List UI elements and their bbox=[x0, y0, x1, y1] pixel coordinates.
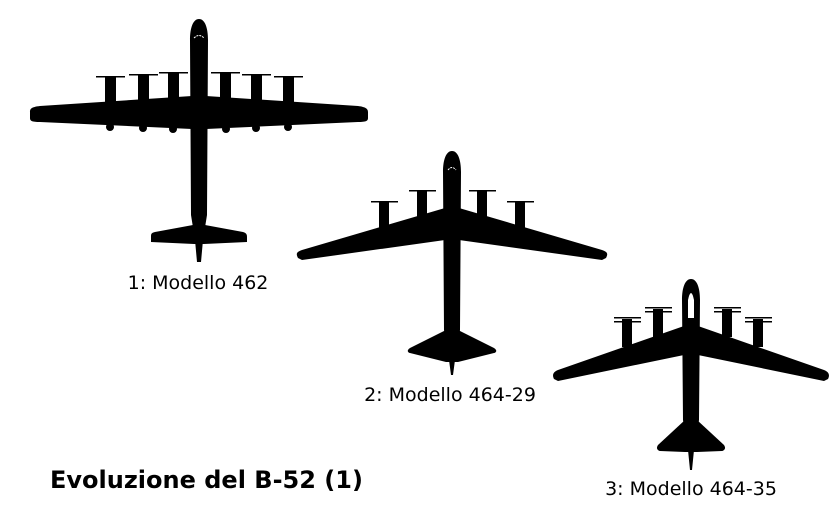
wing bbox=[30, 96, 368, 129]
wing bbox=[296, 208, 608, 260]
engines bbox=[371, 190, 534, 230]
fuselage bbox=[190, 19, 208, 262]
aircraft-model-462 bbox=[30, 19, 368, 262]
wing bbox=[553, 326, 829, 381]
aircraft-model-464-35 bbox=[553, 279, 829, 470]
diagram-title: Evoluzione del B-52 (1) bbox=[50, 466, 363, 494]
aircraft-model-464-29 bbox=[296, 151, 608, 375]
tailplane bbox=[407, 330, 497, 362]
engines bbox=[614, 307, 772, 347]
fuselage bbox=[443, 151, 461, 375]
label-model-464-29: 2: Modello 464-29 bbox=[364, 384, 536, 406]
label-model-462: 1: Modello 462 bbox=[127, 272, 269, 294]
tailplane bbox=[656, 420, 726, 452]
tailplane bbox=[151, 225, 247, 244]
label-model-464-35: 3: Modello 464-35 bbox=[605, 478, 777, 500]
engines bbox=[96, 72, 303, 133]
